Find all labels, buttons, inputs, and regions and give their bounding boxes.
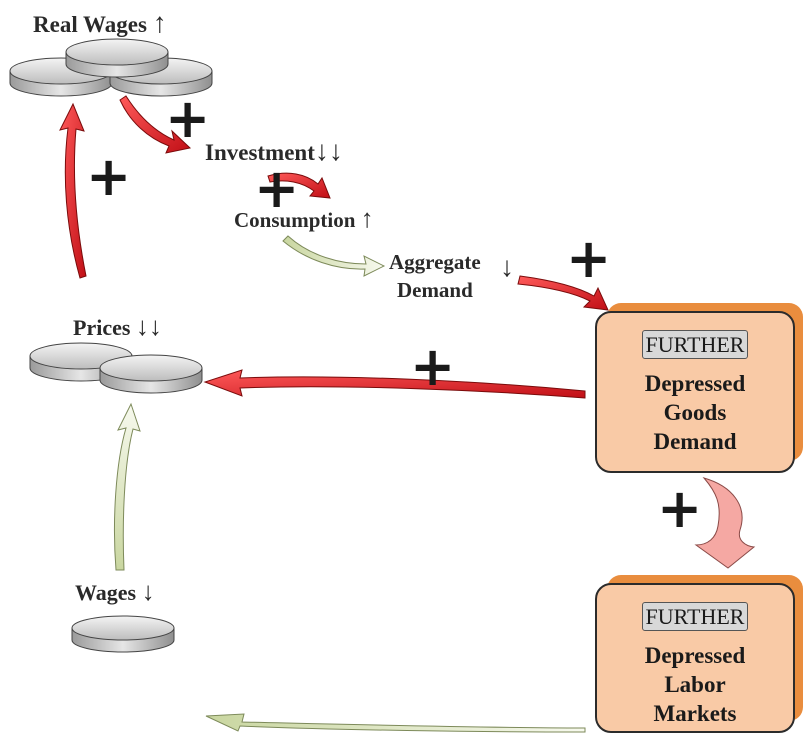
aggregate-line1: Aggregate <box>389 250 481 274</box>
arrow-goodsbox-to-prices <box>203 369 586 399</box>
coin-icon <box>99 354 203 394</box>
arrow-goodsbox-to-laborbox <box>694 477 756 569</box>
prices-label: Prices ↓↓ <box>73 312 162 342</box>
arrow-aggregate-to-goodsbox <box>517 275 609 311</box>
plus-sign: + <box>566 227 612 290</box>
up-arrow-icon: ↑ <box>360 204 374 233</box>
further-tag: FURTHER <box>641 330 749 359</box>
aggregate-line2: Demand <box>396 278 473 302</box>
plus-sign: + <box>165 87 211 150</box>
investment-text: Investment <box>205 140 315 165</box>
down-arrow-icon: ↓ <box>500 252 514 283</box>
wages-text: Wages <box>75 580 137 605</box>
double-down-arrow-icon: ↓↓ <box>314 136 343 167</box>
prices-coin-stack <box>29 342 203 394</box>
arrow-prices-to-realwages <box>59 102 87 279</box>
real-wages-coin-stack <box>9 38 213 97</box>
coin-icon <box>71 615 175 653</box>
depressed-labor-markets-box: FURTHER Depressed Labor Markets <box>595 583 795 733</box>
depressed-goods-demand-box: FURTHER Depressed Goods Demand <box>595 311 795 473</box>
up-arrow-icon: ↑ <box>152 8 167 39</box>
arrow-consumption-to-aggregate <box>282 235 386 277</box>
box-line: Markets <box>653 701 737 726</box>
real-wages-label: Real Wages ↑ <box>33 8 167 40</box>
investment-label: Investment↓↓ <box>205 136 343 168</box>
arrow-laborbox-to-wages <box>205 713 586 733</box>
real-wages-text: Real Wages <box>33 12 147 37</box>
box-line: Demand <box>653 429 737 454</box>
plus-sign: + <box>657 477 703 540</box>
arrow-realwages-to-investment <box>119 95 192 154</box>
wages-label: Wages ↓ <box>75 577 155 607</box>
down-arrow-icon: ↓ <box>141 577 155 606</box>
box-line: Labor <box>664 672 726 697</box>
further-tag: FURTHER <box>641 602 749 631</box>
box-line: Depressed <box>644 371 746 396</box>
plus-sign: + <box>86 145 132 208</box>
plus-sign: + <box>410 335 456 398</box>
wages-coin <box>71 615 175 653</box>
arrow-wages-to-prices <box>113 402 141 571</box>
box-line: Goods <box>663 400 727 425</box>
plus-sign: + <box>254 157 300 220</box>
coin-icon <box>65 38 169 78</box>
arrow-investment-to-consumption <box>267 172 331 199</box>
prices-text: Prices <box>73 315 131 340</box>
aggregate-demand-label: Aggregate Demand <box>389 248 481 304</box>
consumption-label: Consumption ↑ <box>234 204 374 234</box>
consumption-text: Consumption <box>234 208 356 232</box>
double-down-arrow-icon: ↓↓ <box>135 312 162 341</box>
box-line: Depressed <box>644 643 746 668</box>
